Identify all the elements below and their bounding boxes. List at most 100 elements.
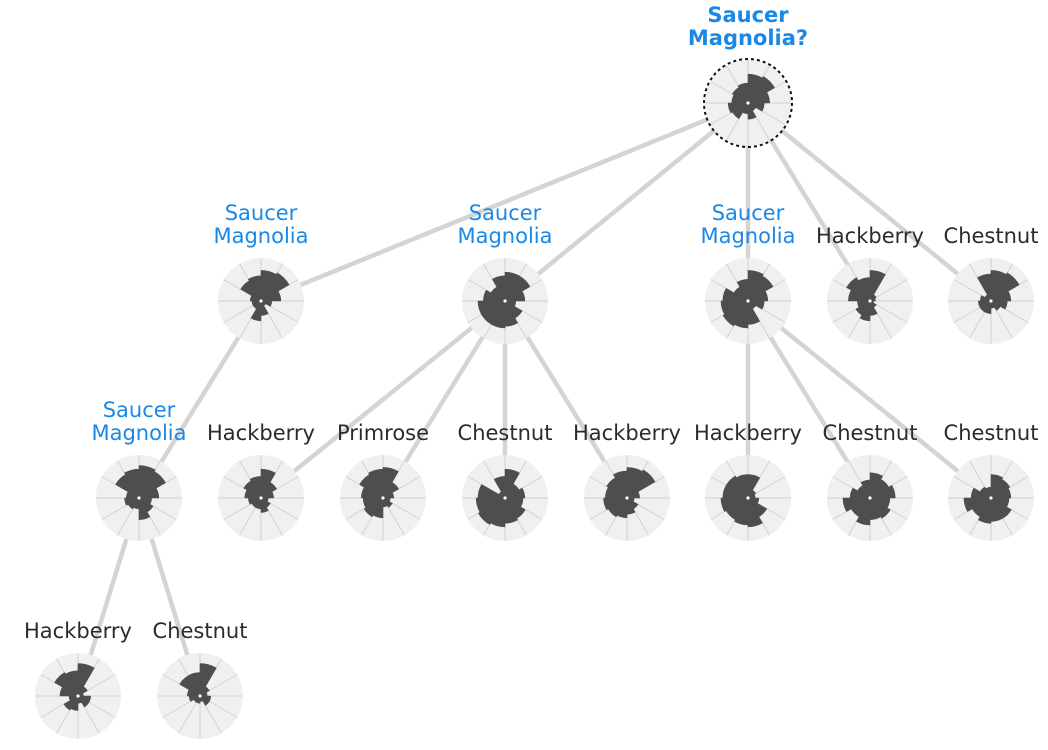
node-label: Magnolia? — [688, 26, 808, 50]
glyph-petal — [363, 497, 384, 518]
node-label: Chestnut — [153, 619, 248, 643]
glyph-petal — [855, 300, 871, 316]
node-hackberry[interactable]: Hackberry — [694, 421, 802, 541]
glyph-petal — [856, 497, 871, 526]
glyph-petal — [722, 288, 749, 302]
glyph-petal — [736, 279, 749, 302]
glyph-petal — [260, 497, 269, 513]
glyph-petal — [859, 300, 871, 322]
glyph-petal — [858, 277, 871, 302]
glyph-petal — [725, 475, 749, 499]
glyph-petal — [493, 476, 506, 499]
glyph-petal — [504, 290, 526, 302]
glyph-petal — [368, 468, 384, 499]
node-hackberry[interactable]: Hackberry — [573, 421, 681, 541]
glyph-center — [625, 496, 629, 500]
tree-nodes: SaucerMagnolia?SaucerMagnoliaSaucerMagno… — [24, 3, 1038, 739]
glyph-petal — [990, 487, 1012, 499]
glyph-petal — [626, 469, 656, 499]
node-label: Chestnut — [458, 421, 553, 445]
glyph-petal — [124, 497, 140, 506]
glyph-center — [137, 496, 141, 500]
node-label: Saucer — [712, 201, 785, 225]
node-hackberry[interactable]: Hackberry — [816, 224, 924, 344]
glyph-center — [259, 299, 263, 303]
glyph-petal — [504, 275, 531, 302]
edge-root-n2 — [502, 100, 751, 304]
node-label: Hackberry — [816, 224, 924, 248]
glyph-center — [746, 299, 750, 303]
glyph-petal — [722, 300, 749, 327]
edge-n2-n7 — [258, 298, 508, 501]
glyph-petal — [860, 479, 871, 499]
glyph-petal — [475, 497, 506, 513]
glyph-petal — [727, 102, 749, 114]
glyph-petal — [199, 663, 217, 697]
glyph-petal — [603, 497, 628, 510]
glyph-petal — [77, 686, 88, 697]
glyph-center — [503, 299, 507, 303]
glyph-petal — [846, 277, 871, 302]
glyph-petal — [869, 294, 877, 302]
glyph-petal — [869, 497, 891, 519]
glyph-center — [989, 496, 993, 500]
glyph-petal — [260, 482, 277, 499]
glyph-petal — [138, 487, 160, 499]
glyph-petal — [504, 468, 520, 499]
glyph-petal — [138, 471, 166, 499]
glyph-petal — [382, 492, 395, 499]
glyph-center — [868, 299, 872, 303]
glyph-petal — [720, 300, 749, 315]
node-label: Saucer — [103, 398, 176, 422]
glyph-petal — [747, 275, 774, 302]
node-chestnut[interactable]: Chestnut — [153, 619, 248, 739]
glyph-petal — [260, 290, 282, 302]
glyph-petal — [260, 468, 276, 499]
edge-root-n1 — [258, 100, 751, 304]
glyph-petal — [737, 82, 749, 104]
tree-edges — [75, 100, 994, 699]
glyph-petal — [869, 270, 886, 302]
glyph-center — [76, 694, 80, 698]
glyph-petal — [54, 672, 79, 697]
node-label: Saucer — [225, 201, 298, 225]
glyph-petal — [483, 289, 506, 302]
glyph-center — [259, 496, 263, 500]
node-label: Chestnut — [944, 224, 1039, 248]
glyph-petal — [504, 487, 526, 499]
node-chestnut[interactable]: Chestnut — [458, 421, 553, 541]
glyph-petal — [985, 486, 992, 499]
node-label: Hackberry — [207, 421, 315, 445]
glyph-petal — [492, 275, 506, 302]
glyph-petal — [613, 470, 628, 499]
focus-ring — [703, 58, 793, 148]
glyph-petal — [869, 472, 883, 499]
node-hackberry[interactable]: Hackberry — [24, 619, 132, 739]
glyph-petal — [65, 670, 79, 697]
node-chestnut[interactable]: Chestnut — [944, 421, 1039, 541]
glyph-petal — [990, 300, 1001, 311]
node-hackberry[interactable]: Hackberry — [207, 421, 315, 541]
glyph-petal — [747, 102, 757, 120]
glyph-center — [746, 496, 750, 500]
node-label: Hackberry — [694, 421, 802, 445]
glyph-petal — [382, 497, 393, 508]
glyph-petal — [63, 695, 79, 711]
node-label: Saucer — [469, 201, 542, 225]
glyph-petal — [990, 478, 1011, 499]
node-chestnut[interactable]: Chestnut — [944, 224, 1039, 344]
node-chestnut[interactable]: Chestnut — [823, 421, 918, 541]
node-primrose[interactable]: Primrose — [337, 421, 429, 541]
glyph-center — [746, 101, 750, 105]
glyph-petal — [990, 272, 1020, 302]
glyph-petal — [747, 76, 775, 104]
glyph-center — [868, 496, 872, 500]
glyph-petal — [736, 474, 749, 499]
glyph-petal — [842, 497, 871, 512]
